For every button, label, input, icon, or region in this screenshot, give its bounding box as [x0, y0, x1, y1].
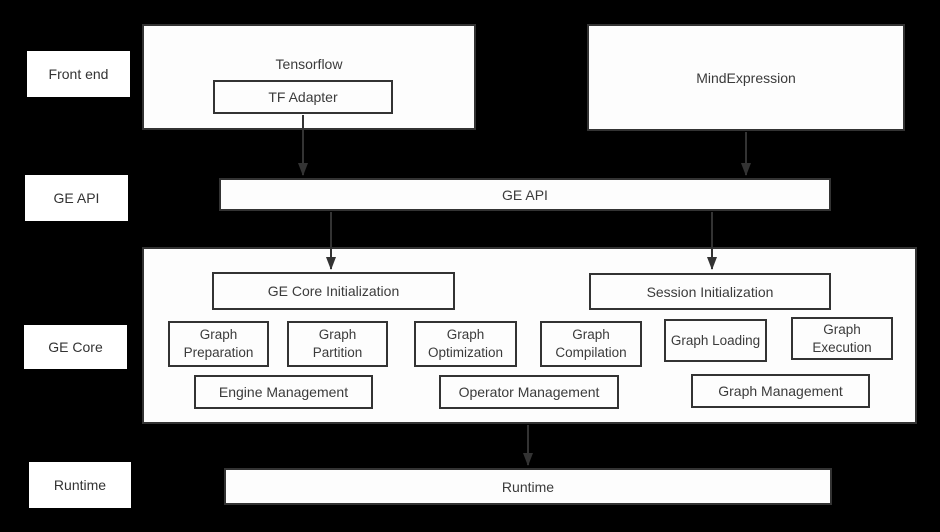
graph-loading-box: Graph Loading — [664, 319, 767, 362]
operator-management-box: Operator Management — [439, 375, 619, 409]
engine-management-box: Engine Management — [194, 375, 373, 409]
ge-core-initialization-box: GE Core Initialization — [212, 272, 455, 310]
graph-compilation-box: Graph Compilation — [540, 321, 642, 367]
row-label-ge-core: GE Core — [24, 325, 127, 369]
runtime-bar: Runtime — [224, 468, 832, 505]
ge-api-bar: GE API — [219, 178, 831, 211]
graph-partition-box: Graph Partition — [287, 321, 388, 367]
tf-adapter-box: TF Adapter — [213, 80, 393, 114]
row-label-runtime: Runtime — [29, 462, 131, 508]
row-label-ge-api: GE API — [25, 175, 128, 221]
tensorflow-box: Tensorflow TF Adapter — [142, 24, 476, 130]
graph-optimization-box: Graph Optimization — [414, 321, 517, 367]
ge-core-box: GE Core Initialization Session Initializ… — [142, 247, 917, 424]
session-initialization-box: Session Initialization — [589, 273, 831, 310]
graph-management-box: Graph Management — [691, 374, 870, 408]
tensorflow-label: Tensorflow — [275, 56, 343, 72]
graph-preparation-box: Graph Preparation — [168, 321, 269, 367]
mind-expression-box: MindExpression — [587, 24, 905, 131]
row-label-front-end: Front end — [27, 51, 130, 97]
graph-execution-box: Graph Execution — [791, 317, 893, 360]
